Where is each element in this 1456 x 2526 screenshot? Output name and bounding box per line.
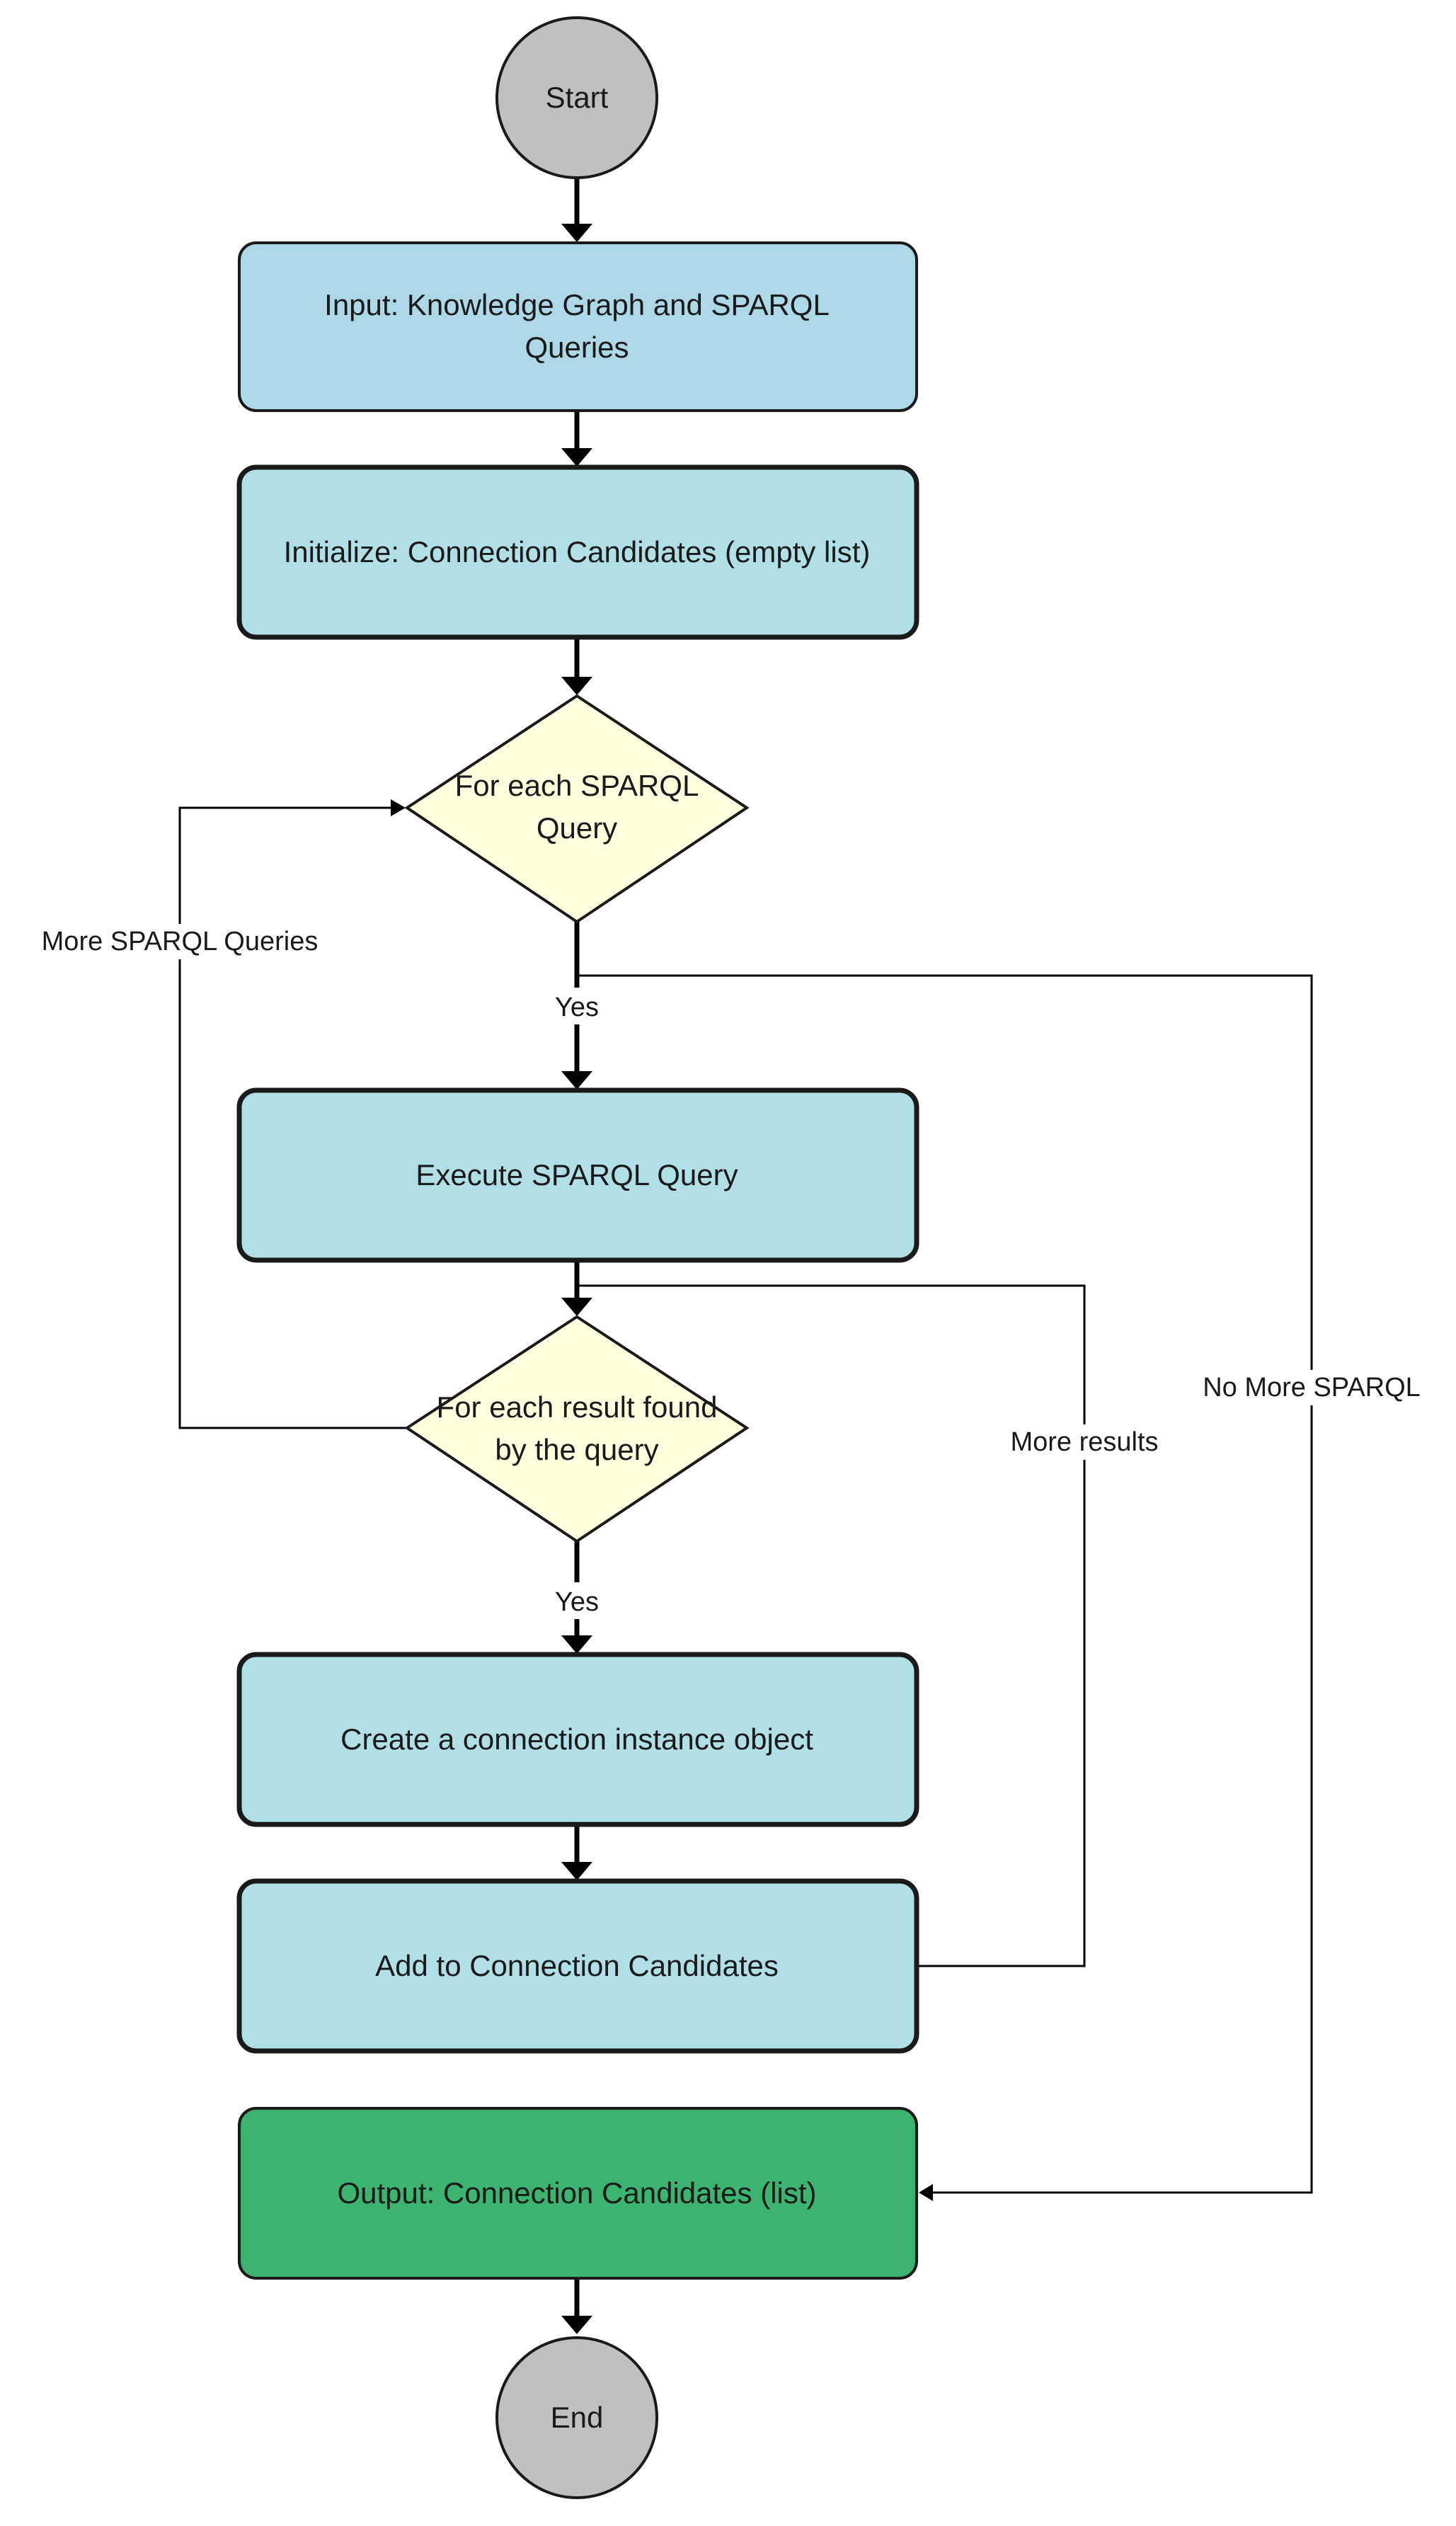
create-label: Create a connection instance object [340,1722,813,1756]
execute-shape [236,1087,919,1263]
for-each-query-label-line2: Query [537,811,617,845]
input-label-line2: Queries [524,331,629,364]
start-label: Start [546,81,609,114]
arrowhead-end [561,2316,592,2334]
arrowhead-result-loop [561,1298,592,1316]
yes-query-label-bg [545,988,609,1024]
output-shape [238,2107,918,2280]
node-output: Output: Connection Candidates (list) [238,2107,918,2280]
node-create: Create a connection instance object [236,1652,919,1827]
execute-label: Execute SPARQL Query [415,1158,738,1191]
for-each-query-label-line1: For each SPARQL [455,769,699,802]
edge-labels: More SPARQL Queries Yes No More SPARQL M… [20,924,1438,1619]
output-label: Output: Connection Candidates (list) [337,2176,816,2210]
arrowhead-input [561,224,592,242]
initialize-shape [236,464,919,640]
for-each-result-label-line1: For each result found [437,1390,718,1424]
more-results-label: More results [1010,1427,1158,1457]
yes-result-label-bg [545,1582,609,1619]
no-more-sparql-label-bg [1186,1370,1438,1405]
yes-result-label: Yes [555,1587,599,1617]
input-shape [238,241,918,412]
edge-more-results [577,1284,1086,1967]
arrowhead-query-loop [561,677,592,695]
no-more-sparql-label: No More SPARQL [1203,1373,1421,1402]
edge-no-more-sparql [577,974,1313,2194]
add-label: Add to Connection Candidates [375,1949,779,1982]
node-for-each-query: For each SPARQL Query [404,694,750,924]
node-initialize: Initialize: Connection Candidates (empty… [236,464,919,640]
node-add: Add to Connection Candidates [236,1878,919,2054]
arrowhead-query-loop-side [391,799,406,816]
arrowhead-initialize [561,448,592,467]
node-input: Input: Knowledge Graph and SPARQL Querie… [238,241,918,412]
initialize-label: Initialize: Connection Candidates (empty… [284,535,871,568]
add-shape [236,1878,919,2054]
for-each-result-label-line2: by the query [495,1433,658,1466]
arrowhead-create [561,1635,592,1654]
create-shape [236,1652,919,1827]
node-for-each-result: For each result found by the query [404,1315,750,1543]
for-each-query-shape [404,694,750,924]
end-shape [495,2336,658,2499]
yes-query-label: Yes [555,993,599,1022]
more-sparql-queries-label: More SPARQL Queries [42,927,319,956]
arrowhead-execute [561,1071,592,1090]
input-label-line1: Input: Knowledge Graph and SPARQL [324,288,830,321]
arrowhead-add [561,1862,592,1880]
start-shape [495,16,658,179]
node-start: Start [495,16,658,179]
for-each-result-shape [404,1315,750,1543]
node-end: End [495,2336,658,2499]
edge-more-sparql-queries [178,806,407,1429]
end-label: End [551,2401,604,2434]
more-results-label-bg [992,1424,1176,1460]
node-execute: Execute SPARQL Query [236,1087,919,1263]
more-sparql-queries-label-bg [20,924,340,959]
arrowhead-output-side [919,2184,933,2201]
